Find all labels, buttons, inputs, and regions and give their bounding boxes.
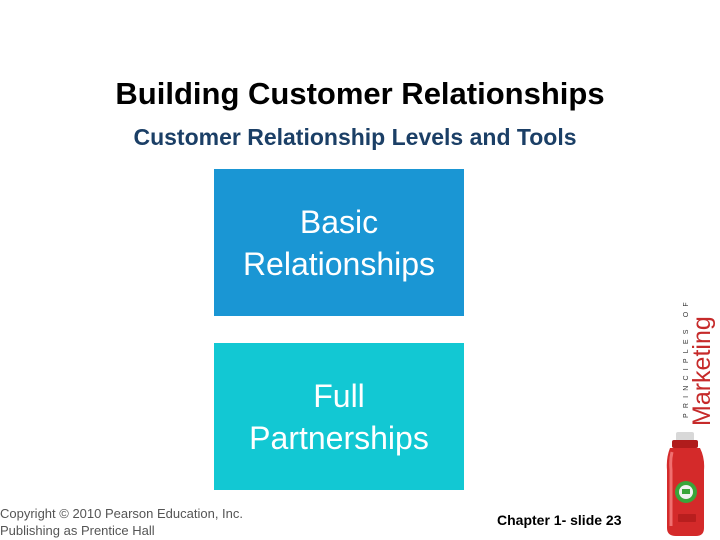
slide-subtitle: Customer Relationship Levels and Tools [133, 124, 577, 150]
slide-title: Building Customer Relationships [115, 76, 605, 111]
full-box-line1: Full [313, 377, 365, 414]
copyright-line2: Publishing as Prentice Hall [0, 523, 155, 538]
full-box-line2: Partnerships [249, 419, 429, 456]
principles-of-text: PRINCIPLES OF [683, 297, 690, 418]
branding-text: PRINCIPLES OF Marketing [683, 297, 716, 426]
copyright-notice: Copyright © 2010 Pearson Education, Inc.… [0, 505, 243, 539]
juice-bottle-icon [666, 432, 705, 536]
slide-number: Chapter 1- slide 23 [497, 512, 622, 528]
book-branding: PRINCIPLES OF Marketing [658, 290, 720, 540]
basic-relationships-box: Basic Relationships [214, 169, 464, 316]
basic-box-line2: Relationships [242, 245, 436, 282]
marketing-text: Marketing [688, 316, 716, 426]
copyright-line1: Copyright © 2010 Pearson Education, Inc. [0, 506, 244, 521]
full-partnerships-box: Full Partnerships [214, 343, 464, 490]
basic-box-line1: Basic [299, 203, 379, 240]
